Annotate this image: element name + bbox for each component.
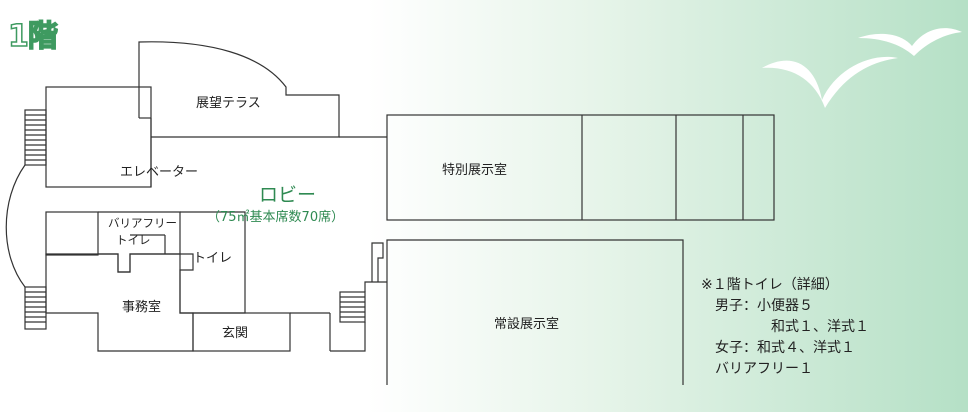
toilet-notes-men-detail: 和式１、洋式１ xyxy=(771,319,869,335)
stairs-top-left xyxy=(24,109,47,166)
barrier-free-toilet-label-line1: バリアフリー xyxy=(108,216,177,230)
permanent-exhibition-label: 常設展示室 xyxy=(494,316,559,332)
stairs-right xyxy=(339,291,366,323)
special-exhibition-label: 特別展示室 xyxy=(442,162,507,178)
observation-terrace-outline xyxy=(138,41,340,138)
office-outline xyxy=(45,253,194,352)
lobby-label: ロビー xyxy=(259,184,316,206)
floor-title: 1階 xyxy=(7,19,58,54)
entrance-label: 玄関 xyxy=(222,326,248,341)
storage-room xyxy=(45,211,99,256)
stairs-bottom-left xyxy=(24,286,47,330)
special-exhibition-hall xyxy=(386,114,775,221)
observation-terrace-label: 展望テラス xyxy=(196,95,261,111)
toilet-notes: ※１階トイレ（詳細） 男子：小便器５ 和式１、洋式１ 女子：和式４、洋式１ バリ… xyxy=(701,275,869,380)
toilet-notes-barrier-free: バリアフリー１ xyxy=(715,361,813,377)
entrance-room xyxy=(192,312,291,352)
birds-icon xyxy=(762,28,962,108)
barrier-free-toilet-label-line2: トイレ xyxy=(116,233,151,247)
toilet-label: トイレ xyxy=(193,251,232,266)
toilet-notes-men: 男子：小便器５ xyxy=(715,298,813,314)
toilet-notes-heading: ※１階トイレ（詳細） xyxy=(701,277,839,293)
curved-wall xyxy=(5,164,26,288)
toilet-notes-women: 女子：和式４、洋式１ xyxy=(715,340,855,356)
permanent-exhibition-outline xyxy=(386,239,684,385)
office-label: 事務室 xyxy=(122,299,161,315)
lobby-capacity-label: （75㎡基本席数70席） xyxy=(207,209,344,225)
elevator-label: エレベーター xyxy=(120,165,198,180)
